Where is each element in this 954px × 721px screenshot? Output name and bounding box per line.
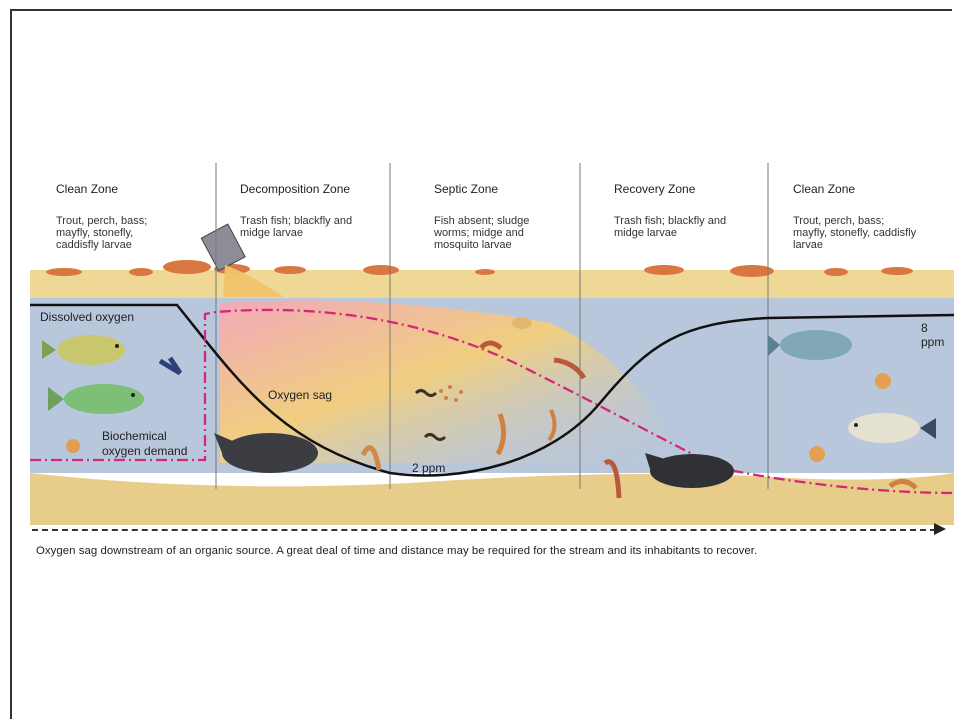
zone-desc-clean-2: Trout, perch, bass; mayfly, stonefly, ca… bbox=[793, 215, 953, 251]
zone-desc-line: mayfly, stonefly, bbox=[56, 227, 216, 239]
zone-desc-line: caddisfly larvae bbox=[56, 239, 216, 251]
zone-desc-line: mayfly, stonefly, caddisfly bbox=[793, 227, 953, 239]
biochemical-oxygen-demand-label-line1: Biochemical bbox=[102, 429, 167, 443]
high-oxygen-value-label: 8 ppm bbox=[921, 321, 954, 349]
zone-title-septic: Septic Zone bbox=[434, 182, 498, 196]
stream-sediment bbox=[30, 473, 954, 525]
zone-title-decomposition: Decomposition Zone bbox=[240, 182, 350, 196]
figure-caption: Oxygen sag downstream of an organic sour… bbox=[36, 545, 951, 557]
stonefly-larva-icon bbox=[66, 439, 80, 453]
zone-desc-line: Fish absent; sludge bbox=[434, 215, 594, 227]
zone-title-clean-1: Clean Zone bbox=[56, 182, 118, 196]
zone-title-recovery: Recovery Zone bbox=[614, 182, 695, 196]
zone-desc-line: midge larvae bbox=[614, 227, 774, 239]
zone-desc-septic: Fish absent; sludge worms; midge and mos… bbox=[434, 215, 594, 251]
stream-bank bbox=[30, 270, 954, 298]
zone-desc-decomposition: Trash fish; blackfly and midge larvae bbox=[240, 215, 400, 239]
dissolved-oxygen-label: Dissolved oxygen bbox=[40, 310, 134, 324]
zone-desc-line: Trout, perch, bass; bbox=[793, 215, 953, 227]
zone-desc-recovery: Trash fish; blackfly and midge larvae bbox=[614, 215, 774, 239]
zone-desc-line: Trout, perch, bass; bbox=[56, 215, 216, 227]
mosquito-larva-icon bbox=[512, 317, 532, 329]
oxygen-sag-label: Oxygen sag bbox=[268, 388, 332, 402]
downstream-arrow bbox=[32, 529, 936, 531]
zone-desc-clean-1: Trout, perch, bass; mayfly, stonefly, ca… bbox=[56, 215, 216, 251]
zone-desc-line: larvae bbox=[793, 239, 953, 251]
oxygen-sag-diagram: Clean Zone Trout, perch, bass; mayfly, s… bbox=[30, 163, 954, 525]
zone-desc-line: mosquito larvae bbox=[434, 239, 594, 251]
low-oxygen-value-label: 2 ppm bbox=[412, 461, 445, 475]
zone-desc-line: worms; midge and bbox=[434, 227, 594, 239]
zone-desc-line: Trash fish; blackfly and bbox=[240, 215, 400, 227]
arrow-head-icon bbox=[934, 523, 946, 535]
zone-desc-line: midge larvae bbox=[240, 227, 400, 239]
biochemical-oxygen-demand-label-line2: oxygen demand bbox=[102, 444, 187, 458]
zone-desc-line: Trash fish; blackfly and bbox=[614, 215, 774, 227]
zone-title-clean-2: Clean Zone bbox=[793, 182, 855, 196]
